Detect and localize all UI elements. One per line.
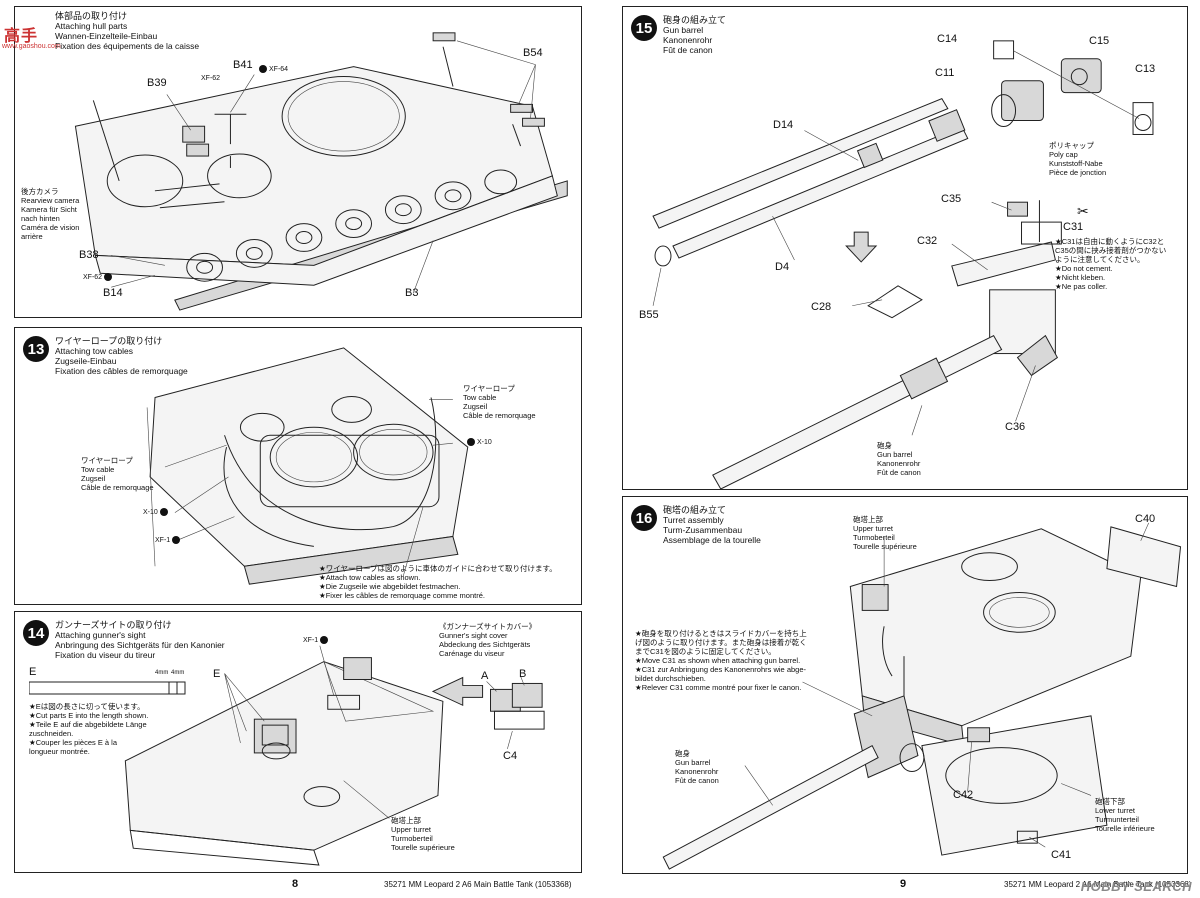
part-label-b: B	[519, 668, 527, 680]
part-label-d14: D14	[773, 119, 794, 131]
part-label-d4: D4	[775, 261, 790, 273]
polycap-label: ポリキャップ Poly cap Kunststoff-Nabe Pièce de…	[1049, 141, 1107, 177]
paint-xf1: XF-1	[155, 536, 181, 544]
step-13-panel: 13 ワイヤーロープの取り付け Attaching tow cables Zug…	[14, 327, 582, 605]
tow-cable-left-label: ワイヤーロープ Tow cable Zugseil Câble de remor…	[81, 456, 154, 492]
paint-dot-icon	[104, 273, 113, 281]
step-13-number: 13	[23, 336, 49, 362]
paint-xf64: XF-64	[259, 65, 288, 73]
upper-turret-label: 砲塔上部 Upper turret Turmoberteil Tourelle …	[853, 515, 917, 551]
part-label-c11: C11	[935, 67, 955, 79]
paint-xf62-bottom: XF-62	[83, 273, 113, 281]
part-label-c35: C35	[941, 193, 962, 205]
part-label-c41: C41	[1051, 849, 1072, 861]
site-watermark: 高手 www.gaoshou.com	[0, 10, 61, 50]
step-14-panel: 14 ガンナーズサイトの取り付け Attaching gunner's sigh…	[14, 611, 582, 873]
part-label-c40: C40	[1135, 513, 1156, 525]
part-label-e-assembly: E	[213, 668, 221, 680]
part-label-b39: B39	[147, 77, 167, 89]
page-number-right: 9	[900, 878, 907, 890]
part-label-c13: C13	[1135, 63, 1156, 75]
step-16-titles: 砲塔の組み立て Turret assembly Turm-Zusammenbau…	[663, 505, 761, 545]
part-label-c15: C15	[1089, 35, 1110, 47]
page-left: 高手 www.gaoshou.com 体部品の取り付け Attaching hu…	[0, 6, 582, 890]
step-15-titles: 砲身の組み立て Gun barrel Kanonenrohr Fût de ca…	[663, 15, 727, 55]
step-16-panel: 16 砲塔の組み立て Turret assembly Turm-Zusammen…	[622, 496, 1188, 874]
part-label-e-ruler: E	[29, 666, 37, 678]
gun-barrel-label: 砲身 Gun barrel Kanonenrohr Fût de canon	[675, 749, 719, 785]
gunners-sight-illustration	[124, 645, 545, 866]
tow-cable-illustration	[146, 347, 469, 585]
measure-4mm-second: 4mm	[171, 670, 185, 676]
part-label-b55: B55	[639, 309, 659, 321]
sight-cover-title: 《ガンナーズサイトカバー》 Gunner's sight cover Abdec…	[439, 622, 537, 658]
watermark-logo: 高手	[4, 28, 39, 45]
tow-cable-note: ★ワイヤーロープは図のように車体のガイドに合わせて取り付けます。 ★Attach…	[319, 564, 557, 600]
part-label-c42: C42	[953, 789, 974, 801]
part-label-c28: C28	[811, 301, 832, 313]
gun-barrel-label: 砲身 Gun barrel Kanonenrohr Fût de canon	[877, 441, 921, 477]
measure-4mm-first: 4mm	[155, 670, 169, 676]
paint-x10-right: X-10	[467, 438, 492, 446]
step-12-header: 体部品の取り付け Attaching hull parts Wannen-Ein…	[55, 11, 199, 51]
slide-cover-note: ★砲身を取り付けるときはスライドカバーを持ち上 げ図のように取り付けます。また砲…	[635, 629, 807, 692]
paint-dot-icon	[467, 438, 475, 446]
step-16-header: 16 砲塔の組み立て Turret assembly Turm-Zusammen…	[631, 505, 761, 545]
page-number-left: 8	[292, 878, 299, 890]
part-label-a: A	[481, 670, 489, 682]
part-label-c31: C31	[1063, 221, 1084, 233]
step-12-panel: 体部品の取り付け Attaching hull parts Wannen-Ein…	[14, 6, 582, 318]
paint-dot-icon	[159, 508, 168, 516]
step-15-header: 15 砲身の組み立て Gun barrel Kanonenrohr Fût de…	[631, 15, 726, 55]
part-label-b54: B54	[523, 47, 543, 59]
part-label-b14: B14	[103, 287, 123, 299]
no-glue-icon: ✂	[1077, 203, 1089, 219]
part-label-c4: C4	[503, 750, 518, 762]
do-not-cement-note: ★C31は自由に動くようにC32と C35の間に挟み接着剤がつかない ように注意…	[1055, 237, 1167, 291]
page-right: 15 砲身の組み立て Gun barrel Kanonenrohr Fût de…	[600, 0, 1200, 898]
watermark-url: www.gaoshou.com	[2, 43, 61, 50]
tow-cable-right-label: ワイヤーロープ Tow cable Zugseil Câble de remor…	[463, 384, 536, 420]
step-13-header: 13 ワイヤーロープの取り付け Attaching tow cables Zug…	[23, 336, 188, 376]
step-13-titles: ワイヤーロープの取り付け Attaching tow cables Zugsei…	[55, 336, 188, 376]
paint-dot-icon	[259, 65, 267, 73]
step-16-number: 16	[631, 505, 657, 531]
step-14-number: 14	[23, 620, 49, 646]
step-14-header: 14 ガンナーズサイトの取り付け Attaching gunner's sigh…	[23, 620, 225, 660]
hull-illustration	[74, 32, 568, 311]
paint-xf62-top: XF-62	[201, 75, 221, 82]
paint-dot-icon	[320, 636, 329, 644]
part-label-b3: B3	[405, 287, 419, 299]
part-label-c32: C32	[917, 235, 938, 247]
hobby-search-watermark: HOBBY SEARCH	[1080, 879, 1192, 894]
lower-turret-label: 砲塔下部 Lower turret Turmunterteil Tourelle…	[1095, 797, 1155, 833]
footer-left: 35271 MM Leopard 2 A6 Main Battle Tank (…	[384, 880, 572, 889]
paint-xf1: XF-1	[303, 636, 329, 644]
step-15-panel: 15 砲身の組み立て Gun barrel Kanonenrohr Fût de…	[622, 6, 1188, 490]
paint-x10-left: X-10	[143, 508, 168, 516]
cut-length-note: ★Eは図の長さに切って使います。 ★Cut parts E into the l…	[29, 702, 149, 756]
step-12-titles: 体部品の取り付け Attaching hull parts Wannen-Ein…	[55, 11, 200, 51]
step-15-number: 15	[631, 15, 657, 41]
part-label-c14: C14	[937, 33, 958, 45]
part-label-b38: B38	[79, 249, 99, 261]
length-guide	[28, 668, 189, 703]
upper-turret-label: 砲塔上部 Upper turret Turmoberteil Tourelle …	[391, 816, 455, 852]
paint-dot-icon	[172, 536, 181, 544]
turret-assembly-illustration	[662, 522, 1182, 870]
part-label-c36: C36	[1005, 421, 1026, 433]
part-label-b41: B41	[233, 59, 253, 71]
step-14-titles: ガンナーズサイトの取り付け Attaching gunner's sight A…	[55, 620, 225, 660]
gun-barrel-illustration	[652, 40, 1154, 489]
ruler-icon	[28, 681, 186, 695]
footer-right: 35271 MM Leopard 2 A6 Main Battle Tank (…	[1004, 880, 1192, 889]
rearview-camera-note: 後方カメラ Rearview camera Kamera für Sicht n…	[21, 187, 80, 241]
